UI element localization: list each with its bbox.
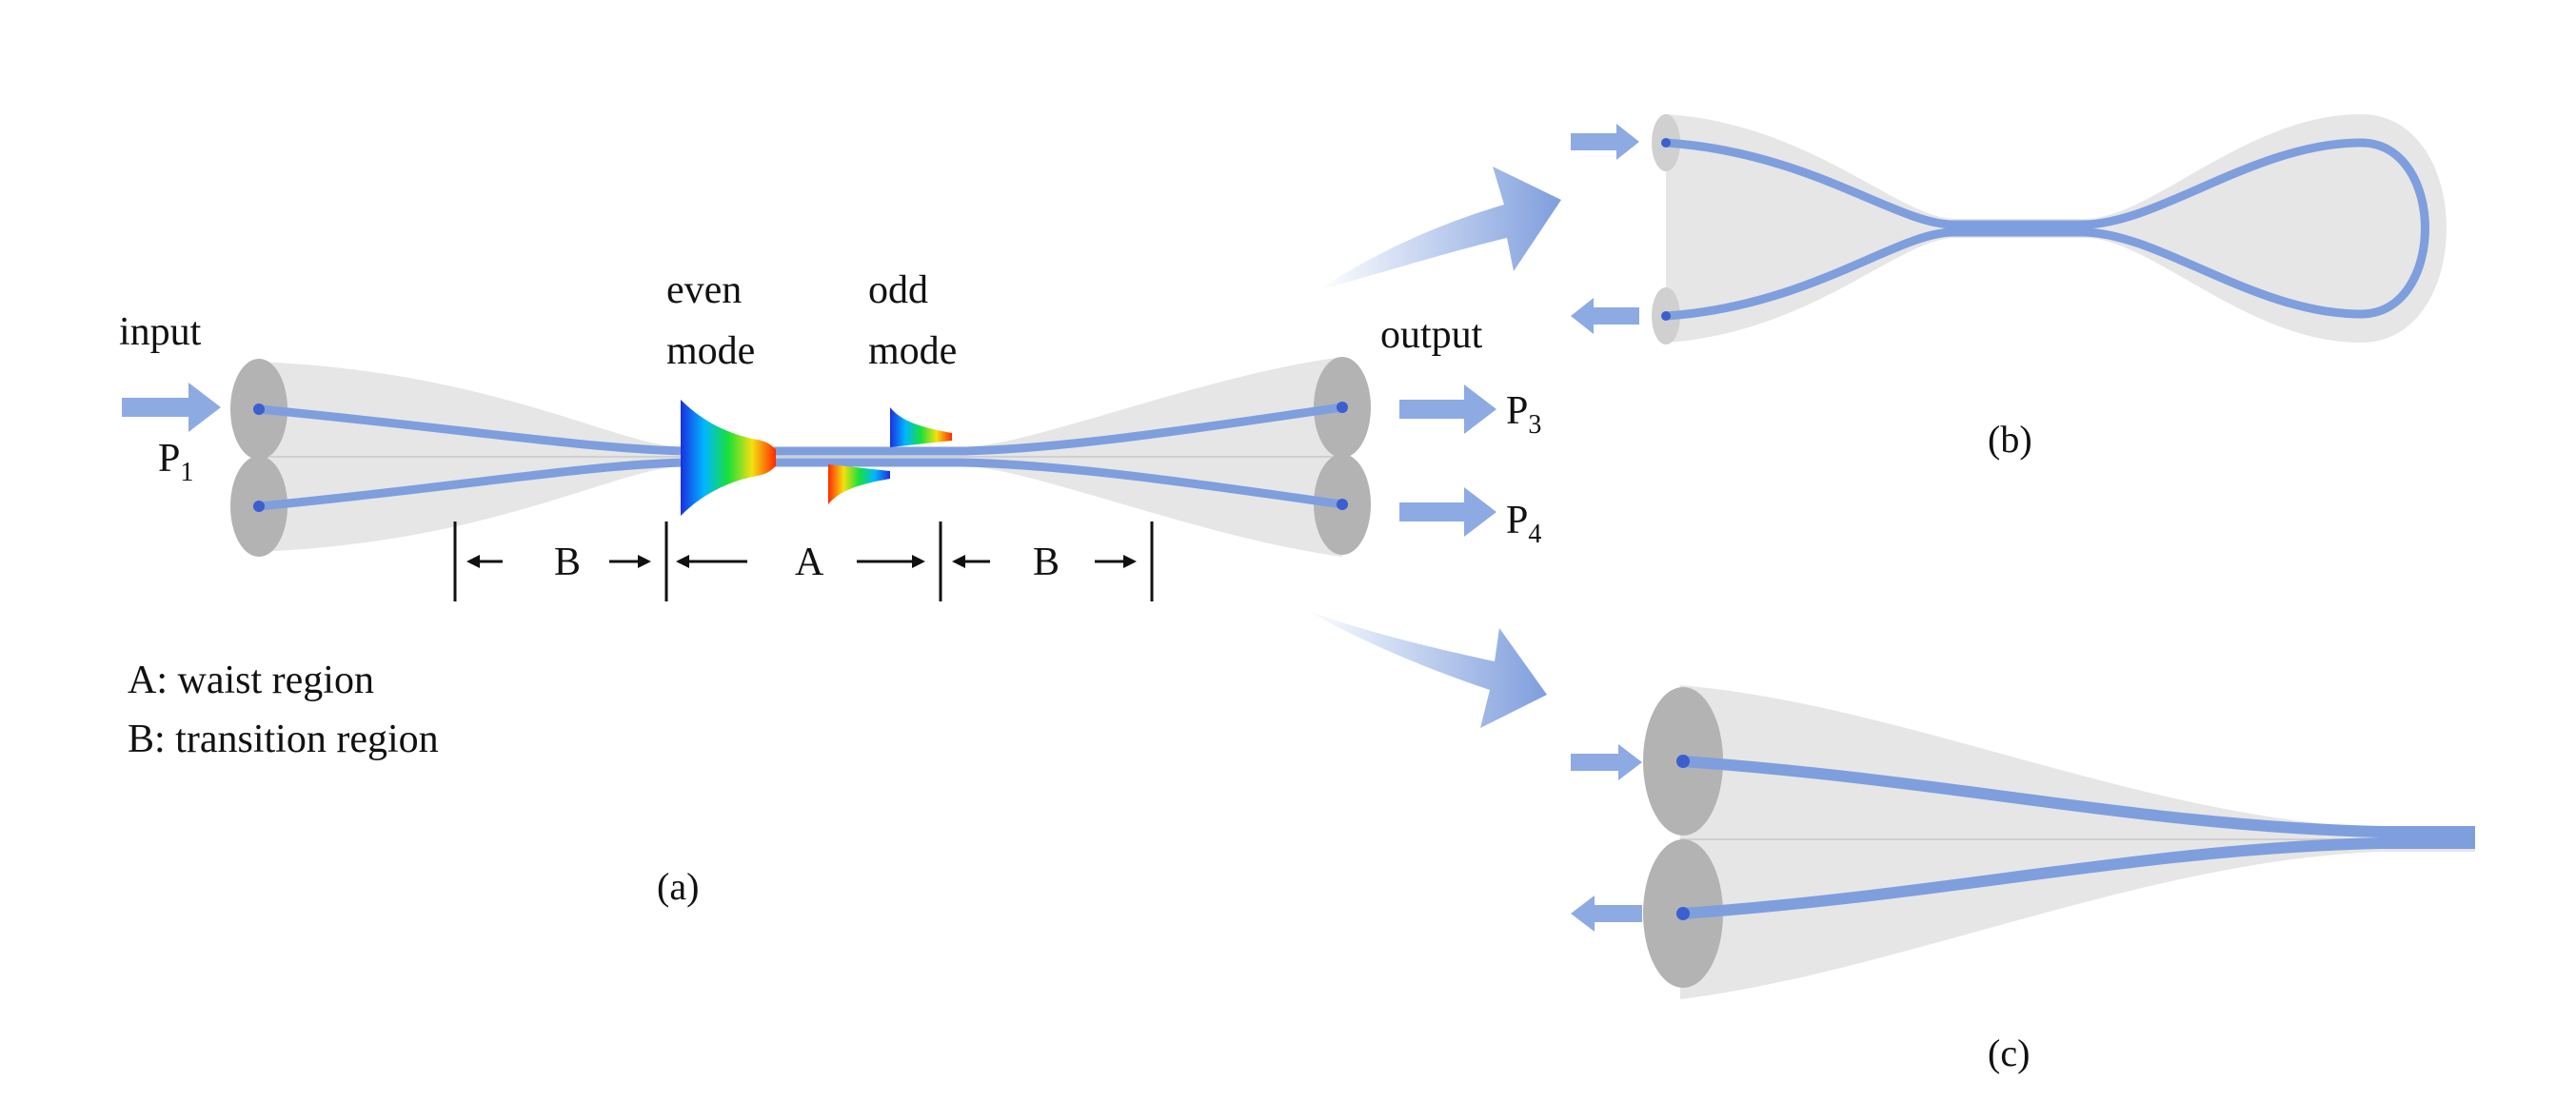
- legend-waist-region: A: waist region: [128, 659, 374, 702]
- region-b-left-label: B: [554, 541, 581, 584]
- p1-subscript: 1: [180, 458, 193, 487]
- bracket-arrowheads: [466, 555, 1137, 568]
- p4-label: P4: [1506, 499, 1541, 549]
- panel-b: (b): [1571, 114, 2447, 461]
- zoom-arrow-to-c: [1304, 609, 1547, 728]
- output-arrow-p4: [1399, 487, 1496, 537]
- even-mode-profile: [681, 400, 776, 516]
- taper-upper-core: [1682, 756, 2475, 837]
- core-dot: [1337, 499, 1348, 510]
- output-label: output: [1380, 313, 1483, 357]
- loop-input-arrow: [1571, 124, 1639, 160]
- p3-subscript: 3: [1528, 410, 1541, 440]
- panel-c: (c): [1571, 685, 2475, 1074]
- odd-mode-profile-lower: [828, 464, 890, 504]
- p3-label: P3: [1506, 389, 1541, 440]
- legend-transition-region: B: transition region: [128, 718, 439, 761]
- core-dot: [253, 501, 265, 512]
- p4-subscript: 4: [1528, 520, 1541, 549]
- p1-label: P1: [158, 437, 193, 487]
- input-arrow: [122, 383, 221, 432]
- panel-c-caption: (c): [1988, 1032, 2030, 1074]
- taper-lower-core: [1682, 837, 2475, 919]
- core-dot: [253, 403, 265, 415]
- odd-mode-label-line2: mode: [868, 329, 957, 373]
- panel-b-caption: (b): [1988, 418, 2032, 461]
- core-dot: [1676, 755, 1690, 768]
- core-dot: [1661, 138, 1671, 148]
- taper-output-arrow: [1571, 895, 1642, 932]
- core-dot: [1337, 402, 1348, 413]
- taper-cladding: [1680, 685, 2475, 999]
- region-a-label: A: [795, 541, 824, 584]
- zoom-arrow-to-b: [1318, 167, 1561, 290]
- panel-a: input P1 even mode odd mode output P3 P4…: [119, 268, 1541, 908]
- core-dot: [1676, 907, 1690, 920]
- even-mode-label-line2: mode: [666, 329, 755, 373]
- even-mode-label-line1: even: [666, 268, 742, 312]
- odd-mode-label-line1: odd: [868, 268, 928, 312]
- core-dot: [1661, 311, 1671, 321]
- region-b-right-label: B: [1033, 541, 1060, 584]
- input-label: input: [119, 310, 202, 354]
- odd-mode-profile-upper: [890, 407, 952, 447]
- taper-input-arrow: [1571, 744, 1642, 780]
- loop-output-arrow: [1571, 298, 1639, 334]
- loop-upper-core: [1665, 138, 2429, 321]
- output-arrow-p3: [1399, 384, 1496, 434]
- panel-a-caption: (a): [657, 865, 699, 908]
